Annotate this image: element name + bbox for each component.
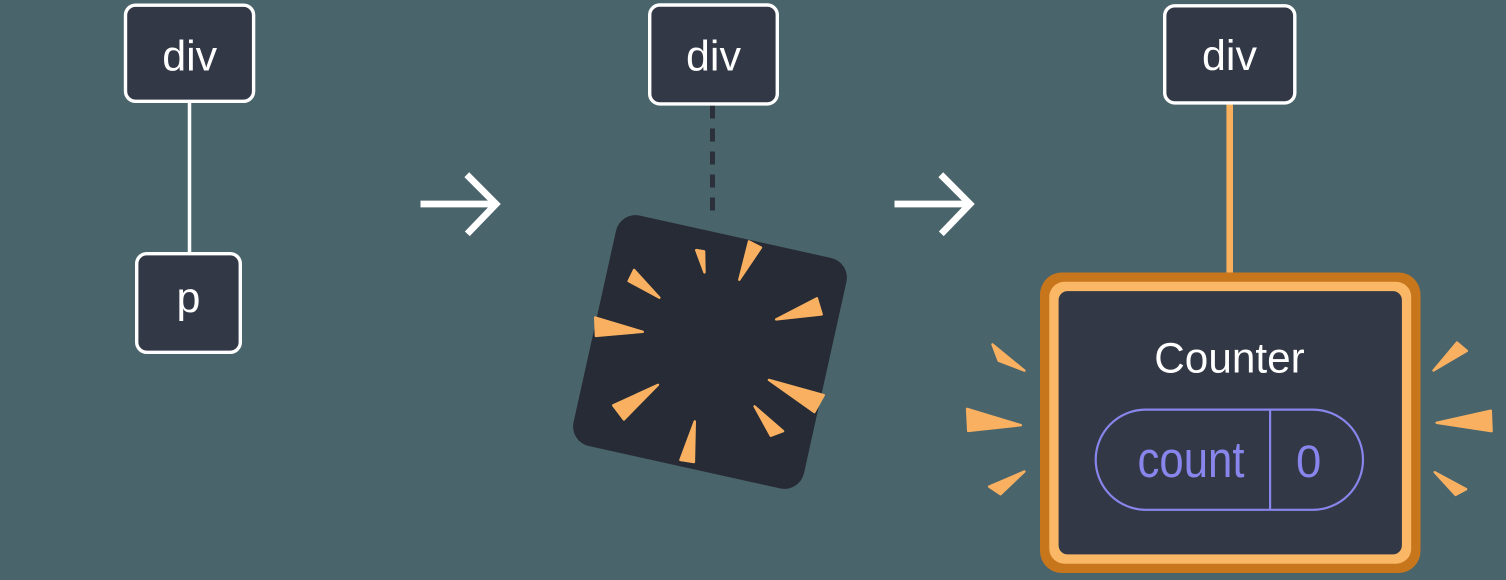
svg-text:div: div (1202, 32, 1257, 80)
svg-text:Counter: Counter (1154, 335, 1305, 382)
svg-text:div: div (686, 33, 741, 81)
svg-text:div: div (162, 33, 217, 81)
svg-text:0: 0 (1296, 436, 1321, 487)
svg-text:p: p (177, 274, 201, 322)
svg-text:count: count (1138, 431, 1245, 488)
